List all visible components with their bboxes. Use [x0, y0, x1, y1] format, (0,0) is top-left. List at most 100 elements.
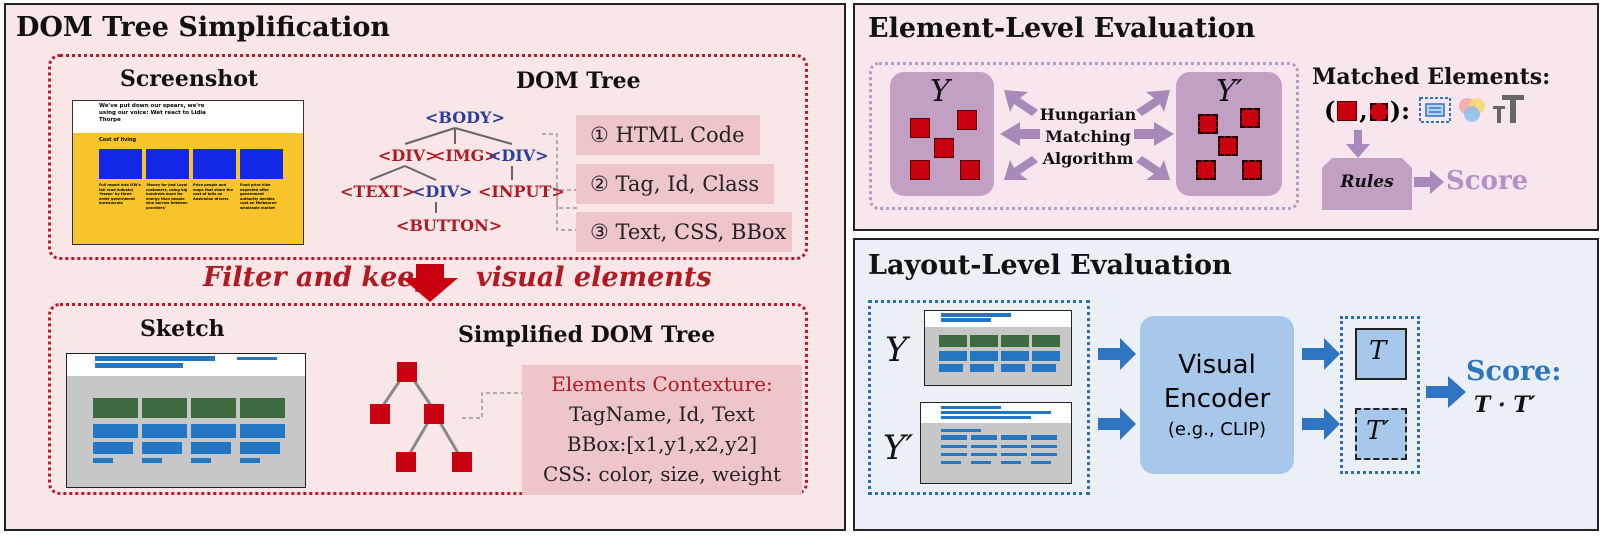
sketch-header-bar — [941, 416, 1031, 419]
sketch-blue-block — [191, 442, 231, 454]
sketch-blue-block — [240, 458, 260, 463]
thumb-card-img — [146, 149, 189, 179]
sketch-thumbnail — [66, 353, 306, 488]
sketch-green-block — [191, 398, 236, 418]
sketch-blue-block — [1031, 453, 1057, 456]
t-label: T — [1369, 336, 1387, 366]
element-square-dashed — [1196, 160, 1216, 180]
element-square-dashed — [1198, 114, 1218, 134]
sketch-blue-block — [1032, 364, 1056, 372]
sketch-blue-block — [191, 424, 236, 438]
tree-node-button: <BUTTON> — [396, 216, 503, 235]
dom-panel-title: DOM Tree Simplification — [16, 12, 390, 43]
matched-pair: (,): — [1324, 96, 1410, 125]
layout-arrows — [1098, 338, 1466, 440]
sketch-blue-block — [971, 445, 997, 448]
screenshot-label: Screenshot — [120, 66, 259, 92]
tree-node-body: <BODY> — [425, 108, 505, 127]
y-prime-label: Y′ — [1216, 74, 1243, 109]
screenshot-thumbnail: We've put down our spears, we're using o… — [72, 100, 304, 245]
sketch-green-block — [240, 398, 285, 418]
sketch-header-bar — [237, 357, 277, 360]
sketch-header-bar — [941, 318, 991, 322]
element-square-dashed — [1242, 160, 1262, 180]
sketch-blue-block — [1001, 351, 1029, 361]
sketch-blue-block — [939, 351, 967, 361]
thumb-headline: We've put down our spears, we're using o… — [99, 103, 206, 123]
sketch-blue-block — [142, 458, 162, 463]
simplified-tree-node — [370, 404, 390, 424]
tree-node-div: <DIV> — [488, 146, 549, 165]
sketch-blue-block — [971, 435, 997, 440]
filter-right-text: visual elements — [476, 262, 712, 293]
element-square — [957, 110, 977, 130]
simplified-tree-node — [397, 362, 417, 382]
element-score-label: Score — [1446, 166, 1529, 196]
thumb-card-text: Price people and maps that share the cos… — [193, 183, 234, 201]
thumb-card-img — [240, 149, 283, 179]
thumb-card-text: Full report into ISW's toll road industr… — [99, 183, 141, 205]
sketch-green-block — [1001, 335, 1029, 347]
sketch-blue-block — [1032, 351, 1060, 361]
filter-left-text: Filter and keep — [203, 262, 434, 293]
element-square — [934, 138, 954, 158]
sketch-blue-block — [1031, 461, 1051, 464]
t-prime-label: T′ — [1366, 416, 1390, 446]
algorithm-line: Hungarian — [1039, 105, 1137, 124]
sketch-blue-block — [941, 445, 967, 448]
simplified-tree-node — [396, 452, 416, 472]
layout-y-prime-sketch — [920, 402, 1072, 484]
element-square-dashed — [1240, 108, 1260, 128]
simplified-tree-node — [424, 404, 444, 424]
y-prime-elements-box — [1176, 72, 1282, 196]
algorithm-line: Matching — [1045, 127, 1131, 146]
sketch-header-bar — [95, 356, 215, 361]
tree-node-div: <DIV> — [412, 182, 473, 201]
layout-score-formula: T · T′ — [1474, 392, 1536, 418]
thumb-section: Cost of living — [99, 137, 137, 143]
rules-arrow — [1346, 130, 1370, 158]
element-square — [960, 160, 980, 180]
element-square-dashed — [1218, 136, 1238, 156]
dom-tree-label: DOM Tree — [516, 68, 641, 94]
thumb-card-text: 'Money for just Loyal customers, using b… — [146, 183, 188, 210]
t-prime-embedding — [1355, 408, 1407, 460]
matching-dotted-box — [869, 62, 1299, 210]
sketch-blue-block — [971, 453, 997, 456]
sketch-blue-block — [1031, 435, 1057, 440]
element-square — [910, 160, 930, 180]
sketch-blue-block — [240, 424, 285, 438]
sketch-blue-block — [1001, 453, 1027, 456]
option-tag-id-class: ② Tag, Id, Class — [576, 164, 774, 204]
matched-elements-label: Matched Elements: — [1312, 64, 1551, 90]
sketch-body — [925, 327, 1071, 385]
tree-node-img: <IMG> — [432, 146, 498, 165]
simplified-box — [48, 303, 808, 495]
elements-contexture-box: Elements Contexture: TagName, Id, Text B… — [522, 365, 802, 495]
right-arrow-icon — [1414, 170, 1444, 194]
sketch-blue-block — [191, 458, 211, 463]
encoder-line: Encoder — [1163, 384, 1271, 414]
text-size-icon — [1493, 95, 1524, 123]
color-palette-icon — [1459, 98, 1485, 122]
simplified-tree-node — [452, 452, 472, 472]
thumb-card-img — [193, 149, 236, 179]
contexture-line: TagName, Id, Text — [569, 402, 755, 426]
embedding-box — [1340, 316, 1420, 474]
sketch-blue-block — [939, 364, 963, 372]
sketch-blue-block — [93, 458, 113, 463]
sketch-blue-block — [240, 442, 280, 454]
t-embedding — [1355, 328, 1407, 380]
hungarian-algorithm-label: Hungarian Matching Algorithm — [1030, 104, 1146, 170]
sketch-green-block — [1032, 335, 1060, 347]
sketch-green-block — [939, 335, 967, 347]
sketch-blue-block — [1001, 461, 1021, 464]
sketch-blue-block — [941, 461, 961, 464]
sketch-blue-block — [93, 424, 138, 438]
sketch-blue-block — [93, 442, 133, 454]
algorithm-line: Algorithm — [1042, 149, 1134, 168]
rules-label: Rules — [1340, 172, 1394, 192]
thumb-yellow-area: Cost of living Full report into ISW's to… — [73, 133, 303, 244]
sketch-blue-block — [971, 461, 991, 464]
sketch-blue-block — [941, 453, 967, 456]
